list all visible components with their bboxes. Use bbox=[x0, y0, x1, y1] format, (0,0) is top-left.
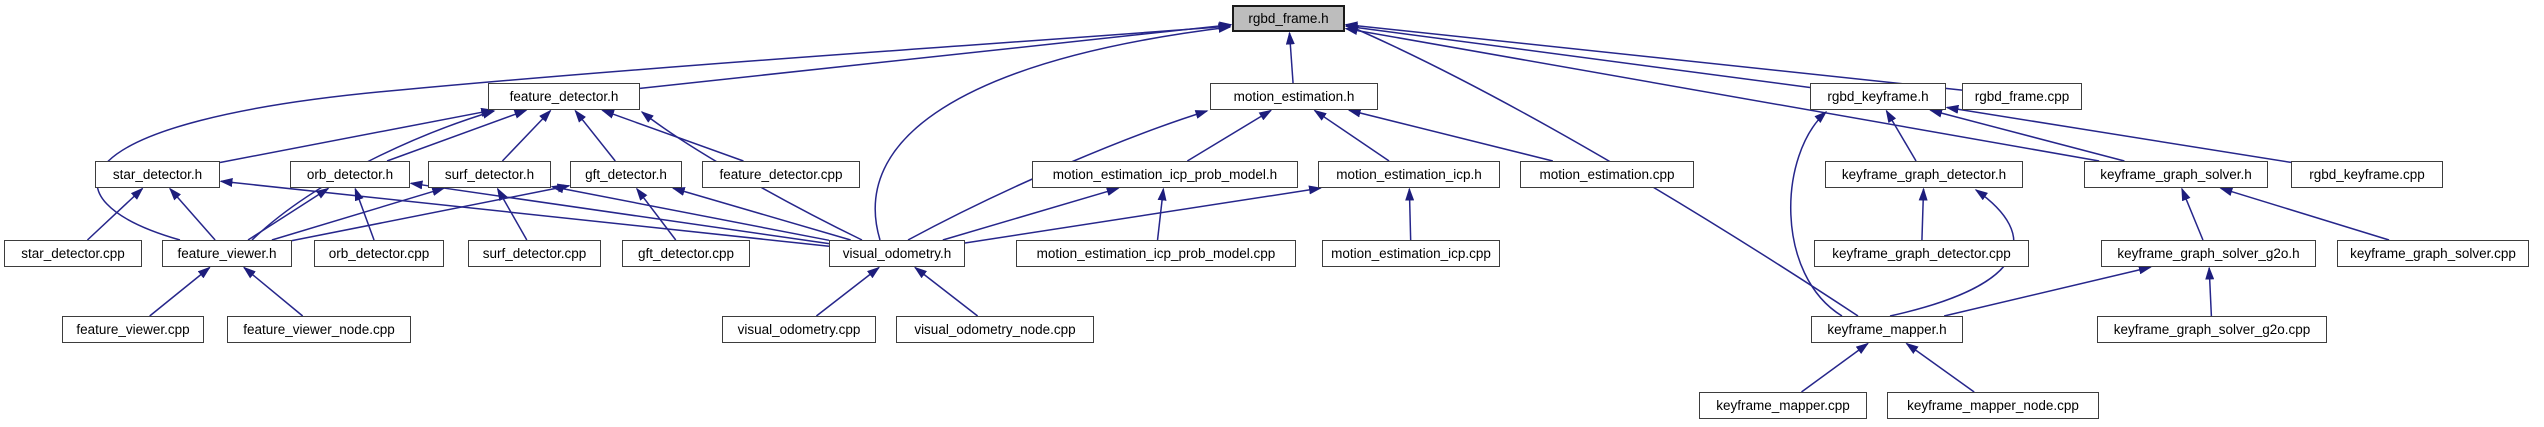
edge-feature-viewer-h-to-orb-detector-h bbox=[247, 187, 330, 241]
edge-keyframe-graph-detector-h-to-rgbd-keyframe-h bbox=[1885, 109, 1917, 162]
edge-feature-viewer-node-cpp-to-feature-viewer-h bbox=[242, 266, 304, 317]
graph-node-keyframe-graph-detector-cpp[interactable]: keyframe_graph_detector.cpp bbox=[1814, 240, 2029, 267]
graph-node-motion-estimation-icp-prob-model-cpp[interactable]: motion_estimation_icp_prob_model.cpp bbox=[1016, 240, 1296, 267]
edge-feature-viewer-h-to-gft-detector-h bbox=[291, 183, 571, 242]
graph-node-keyframe-mapper-cpp[interactable]: keyframe_mapper.cpp bbox=[1699, 392, 1867, 419]
edge-motion-estimation-icp-h-to-motion-estimation-h bbox=[1313, 109, 1390, 162]
edge-gft-detector-h-to-feature-detector-h bbox=[574, 109, 616, 162]
graph-node-feature-viewer-cpp[interactable]: feature_viewer.cpp bbox=[62, 316, 204, 343]
edge-keyframe-graph-solver-h-to-rgbd-keyframe-h bbox=[1929, 108, 2125, 162]
edge-feature-viewer-h-to-feature-detector-h bbox=[251, 109, 496, 241]
edge-feature-viewer-h-to-surf-detector-h bbox=[271, 187, 446, 241]
graph-node-motion-estimation-icp-prob-model-h[interactable]: motion_estimation_icp_prob_model.h bbox=[1032, 161, 1298, 188]
edge-visual-odometry-h-to-surf-detector-h bbox=[550, 184, 830, 242]
graph-node-gft-detector-h[interactable]: gft_detector.h bbox=[570, 161, 682, 188]
graph-node-gft-detector-cpp[interactable]: gft_detector.cpp bbox=[622, 240, 750, 267]
edge-visual-odometry-node-cpp-to-visual-odometry-h bbox=[914, 266, 979, 317]
graph-node-visual-odometry-node-cpp[interactable]: visual_odometry_node.cpp bbox=[896, 316, 1094, 343]
edge-keyframe-graph-solver-g2o-h-to-keyframe-graph-solver-h bbox=[2181, 187, 2204, 241]
edge-surf-detector-cpp-to-surf-detector-h bbox=[496, 187, 528, 241]
edge-motion-estimation-icp-cpp-to-motion-estimation-icp-h bbox=[1405, 187, 1415, 241]
graph-node-orb-detector-cpp[interactable]: orb_detector.cpp bbox=[314, 240, 444, 267]
edge-keyframe-mapper-cpp-to-keyframe-mapper-h bbox=[1801, 342, 1869, 393]
edge-visual-odometry-h-to-rgbd-frame-h bbox=[874, 23, 1232, 241]
edge-feature-viewer-cpp-to-feature-viewer-h bbox=[149, 266, 211, 317]
graph-node-surf-detector-cpp[interactable]: surf_detector.cpp bbox=[468, 240, 601, 267]
graph-node-keyframe-graph-solver-cpp[interactable]: keyframe_graph_solver.cpp bbox=[2337, 240, 2529, 267]
edge-visual-odometry-h-to-gft-detector-h bbox=[671, 187, 851, 241]
graph-node-feature-viewer-node-cpp[interactable]: feature_viewer_node.cpp bbox=[227, 316, 411, 343]
graph-node-orb-detector-h[interactable]: orb_detector.h bbox=[290, 161, 410, 188]
graph-node-keyframe-graph-solver-g2o-cpp[interactable]: keyframe_graph_solver_g2o.cpp bbox=[2097, 316, 2327, 343]
edge-visual-odometry-h-to-motion-estimation-icp-h bbox=[964, 185, 1323, 244]
edge-visual-odometry-h-to-motion-estimation-icp-prob-model-h bbox=[942, 187, 1120, 241]
graph-node-keyframe-graph-solver-g2o-h[interactable]: keyframe_graph_solver_g2o.h bbox=[2101, 240, 2316, 267]
edge-motion-estimation-icp-prob-model-h-to-motion-estimation-h bbox=[1186, 109, 1273, 162]
graph-node-surf-detector-h[interactable]: surf_detector.h bbox=[428, 161, 551, 188]
edge-orb-detector-h-to-feature-detector-h bbox=[386, 109, 528, 162]
edge-motion-estimation-icp-prob-model-cpp-to-motion-estimation-icp-prob-model-h bbox=[1156, 187, 1167, 241]
edge-keyframe-graph-solver-g2o-cpp-to-keyframe-graph-solver-g2o-h bbox=[2205, 266, 2215, 317]
edge-motion-estimation-h-to-rgbd-frame-h bbox=[1285, 31, 1295, 84]
edge-feature-detector-cpp-to-feature-detector-h bbox=[601, 109, 744, 162]
edge-keyframe-mapper-h-to-keyframe-graph-solver-g2o-h bbox=[1943, 265, 2152, 317]
edge-motion-estimation-cpp-to-motion-estimation-h bbox=[1347, 108, 1554, 162]
graph-node-rgbd-keyframe-cpp[interactable]: rgbd_keyframe.cpp bbox=[2291, 161, 2443, 188]
edge-star-detector-h-to-feature-detector-h bbox=[219, 107, 495, 164]
graph-node-visual-odometry-cpp[interactable]: visual_odometry.cpp bbox=[722, 316, 876, 343]
graph-node-motion-estimation-h[interactable]: motion_estimation.h bbox=[1210, 83, 1378, 110]
edge-gft-detector-cpp-to-gft-detector-h bbox=[635, 187, 677, 241]
edge-visual-odometry-h-to-orb-detector-h bbox=[409, 180, 830, 245]
graph-node-rgbd-frame-h[interactable]: rgbd_frame.h bbox=[1232, 5, 1345, 32]
edge-visual-odometry-cpp-to-visual-odometry-h bbox=[815, 266, 880, 317]
graph-node-rgbd-frame-cpp[interactable]: rgbd_frame.cpp bbox=[1962, 83, 2082, 110]
graph-node-keyframe-mapper-node-cpp[interactable]: keyframe_mapper_node.cpp bbox=[1887, 392, 2099, 419]
graph-node-motion-estimation-icp-h[interactable]: motion_estimation_icp.h bbox=[1318, 161, 1500, 188]
edge-rgbd-keyframe-cpp-to-rgbd-keyframe-h bbox=[1945, 104, 2292, 164]
edge-feature-detector-h-to-rgbd-frame-h bbox=[639, 21, 1233, 90]
edge-keyframe-graph-solver-cpp-to-keyframe-graph-solver-h bbox=[2219, 187, 2390, 241]
edge-star-detector-cpp-to-star-detector-h bbox=[86, 187, 144, 241]
graph-node-rgbd-keyframe-h[interactable]: rgbd_keyframe.h bbox=[1810, 83, 1946, 110]
graph-node-keyframe-graph-solver-h[interactable]: keyframe_graph_solver.h bbox=[2084, 161, 2268, 188]
graph-node-feature-detector-cpp[interactable]: feature_detector.cpp bbox=[702, 161, 860, 188]
edge-rgbd-frame-cpp-to-rgbd-frame-h bbox=[1344, 21, 1963, 91]
edge-keyframe-graph-solver-h-to-rgbd-frame-h bbox=[1344, 26, 2100, 162]
edge-keyframe-mapper-h-to-rgbd-keyframe-h bbox=[1789, 110, 1843, 317]
edge-orb-detector-cpp-to-orb-detector-h bbox=[354, 187, 375, 241]
graph-node-star-detector-h[interactable]: star_detector.h bbox=[95, 161, 220, 188]
edge-keyframe-graph-detector-cpp-to-keyframe-graph-detector-h bbox=[1918, 187, 1928, 241]
graph-node-visual-odometry-h[interactable]: visual_odometry.h bbox=[829, 240, 965, 267]
edge-surf-detector-h-to-feature-detector-h bbox=[501, 109, 552, 162]
edge-rgbd-keyframe-h-to-rgbd-frame-h bbox=[1344, 23, 1811, 89]
graph-node-motion-estimation-icp-cpp[interactable]: motion_estimation_icp.cpp bbox=[1322, 240, 1500, 267]
graph-node-star-detector-cpp[interactable]: star_detector.cpp bbox=[4, 240, 142, 267]
edge-keyframe-mapper-node-cpp-to-keyframe-mapper-h bbox=[1905, 342, 1975, 393]
graph-node-keyframe-mapper-h[interactable]: keyframe_mapper.h bbox=[1811, 316, 1963, 343]
graph-node-motion-estimation-cpp[interactable]: motion_estimation.cpp bbox=[1520, 161, 1694, 188]
graph-node-keyframe-graph-detector-h[interactable]: keyframe_graph_detector.h bbox=[1825, 161, 2023, 188]
graph-node-feature-detector-h[interactable]: feature_detector.h bbox=[488, 83, 640, 110]
edge-feature-viewer-h-to-star-detector-h bbox=[169, 187, 216, 241]
graph-node-feature-viewer-h[interactable]: feature_viewer.h bbox=[162, 240, 292, 267]
